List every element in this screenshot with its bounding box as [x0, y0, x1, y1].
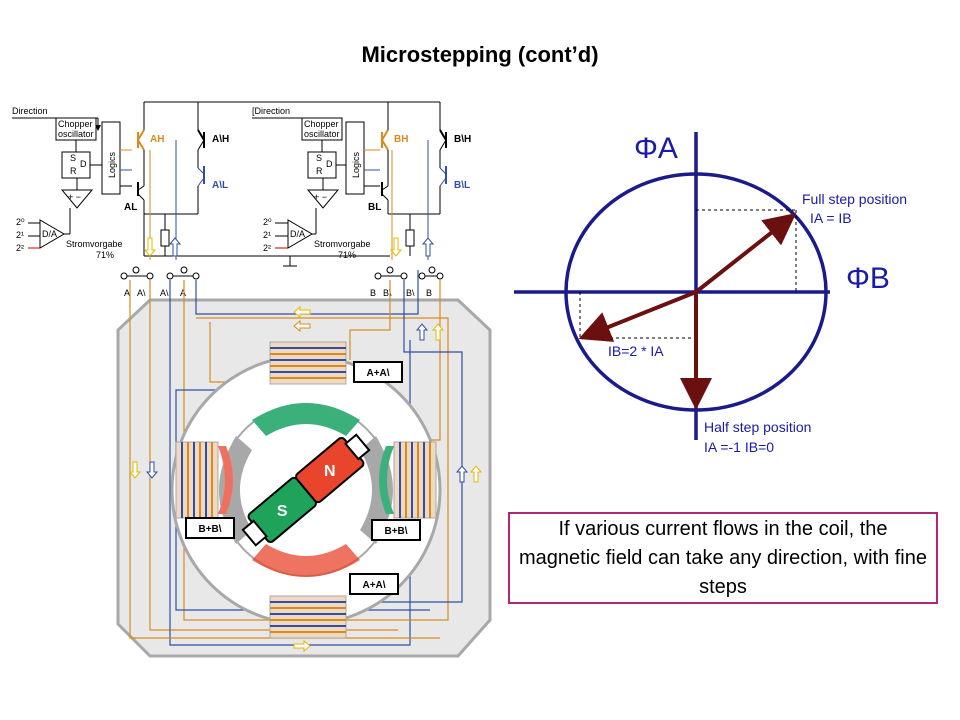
dac-b: [287, 219, 313, 249]
switch-bl-label: BL: [368, 202, 381, 213]
dac-label-b: D/A: [290, 229, 305, 239]
axis-b-label: ΦB: [846, 262, 890, 295]
percent-a: 71%: [96, 250, 114, 260]
arrow-up-blue-icon: [455, 465, 469, 483]
axis-a-label: ΦA: [634, 132, 678, 165]
flipflop-s-b: S: [316, 153, 322, 163]
arrow-right-yellow-icon: [293, 639, 311, 653]
stromvorgabe-a: Stromvorgabe: [66, 239, 123, 249]
full-step-equation: IA = IB: [810, 210, 852, 226]
arrow-up-yellow-icon: [431, 323, 445, 341]
opamp-label-a: + −: [68, 192, 81, 202]
callout-text: If various current flows in the coil, th…: [519, 517, 927, 598]
arrow-up-yellow-icon: [469, 465, 483, 483]
chopper-label-b: Chopper: [304, 119, 339, 129]
coil-left: B+B\: [175, 441, 235, 539]
switch-a-inv-h-label: A\H: [212, 134, 229, 145]
stromvorgabe-b: Stromvorgabe: [314, 239, 371, 249]
pole-shoe-bottom: [252, 544, 360, 577]
direction-label-a: Direction: [12, 106, 48, 116]
terminal-a-2: A: [180, 288, 186, 298]
logics-label-a: Logics: [107, 151, 117, 178]
sense-resistor-b: [405, 229, 415, 247]
rotor-magnet: S N: [241, 433, 371, 547]
logics-block-b: [345, 121, 365, 195]
coil-bottom: A+A\: [269, 573, 399, 639]
logics-block-a: [101, 121, 121, 195]
full-step-vector: [694, 213, 797, 294]
pole-shoe-top: [252, 403, 360, 436]
terminal-b-1: B: [370, 288, 376, 298]
bit0-a: 2⁰: [16, 217, 25, 227]
driver-b: [Direction Chopper oscillator S D R Logi…: [252, 102, 471, 260]
north-label: N: [324, 463, 336, 480]
stepper-schematic: Direction Chopper oscillator S D R Logic…: [12, 101, 492, 658]
phasor-diagram: ΦA ΦB Full step position IA = IB IB=2 * …: [514, 132, 907, 455]
arrow-down-yellow-icon: [143, 237, 157, 257]
arrow-left-orange-icon: [293, 319, 311, 333]
coil-right: B+B\: [371, 441, 437, 541]
coil-bottom-label: A+A\: [362, 580, 385, 591]
arrow-down-yellow-icon: [128, 461, 142, 479]
logics-label-b: Logics: [351, 151, 361, 178]
coil-left-label: B+B\: [198, 524, 221, 535]
terminal-row: A A\ A\ A B B\ B\ B: [120, 266, 444, 298]
slide-title: Microstepping (cont’d): [361, 42, 599, 67]
flipflop-d-b: D: [326, 159, 333, 169]
terminal-a-inv-1: A\: [137, 288, 146, 298]
switch-al-label: AL: [124, 202, 137, 213]
microstep-vector: [578, 290, 697, 342]
terminal-a-1: A: [124, 288, 130, 298]
switch-a-inv-l-label: A\L: [212, 180, 228, 191]
bit2-a: 2²: [16, 243, 24, 253]
bit2-b: 2²: [263, 243, 271, 253]
ratio-label: IB=2 * IA: [608, 343, 664, 359]
flipflop-s-a: S: [70, 153, 76, 163]
flipflop-r-a: R: [70, 166, 77, 176]
terminal-b-inv-1: B\: [383, 288, 392, 298]
arrow-up-blue-icon: [421, 237, 435, 257]
percent-b: 71%: [338, 250, 356, 260]
bit0-b: 2⁰: [263, 217, 272, 227]
arrow-up-blue-icon: [168, 237, 182, 257]
half-step-label: Half step position: [704, 419, 811, 435]
flipflop-r-b: R: [316, 166, 323, 176]
terminal-a-inv-2: A\: [160, 288, 169, 298]
coil-top: A+A\: [269, 341, 403, 385]
arrow-down-blue-icon: [145, 461, 159, 479]
direction-label-b: [Direction: [252, 106, 290, 116]
callout-box: If various current flows in the coil, th…: [508, 512, 938, 604]
switch-ah-label: AH: [150, 134, 164, 145]
arrow-up-blue-icon: [415, 323, 429, 341]
dac-a: [39, 219, 65, 249]
bit1-b: 2¹: [263, 230, 271, 240]
chopper-label-a: Chopper: [58, 119, 93, 129]
switch-b-inv-h-label: B\H: [454, 134, 471, 145]
dac-label-a: D/A: [42, 229, 57, 239]
switch-bh-label: BH: [394, 134, 408, 145]
south-label: S: [277, 503, 288, 520]
half-step-equation: IA =-1 IB=0: [704, 439, 774, 455]
opamp-label-b: + −: [314, 192, 327, 202]
switch-b-inv-l-label: B\L: [454, 180, 470, 191]
flipflop-d-a: D: [80, 159, 87, 169]
full-step-label: Full step position: [802, 191, 907, 207]
coil-right-label: B+B\: [384, 526, 407, 537]
terminal-b-inv-2: B\: [406, 288, 415, 298]
arrow-left-yellow-icon: [293, 305, 311, 319]
arrow-down-yellow-icon: [389, 237, 403, 257]
sense-resistor-a: [160, 229, 170, 247]
driver-a: Direction Chopper oscillator S D R Logic…: [12, 101, 440, 260]
coil-top-label: A+A\: [366, 368, 389, 379]
bit1-a: 2¹: [16, 230, 24, 240]
projection-lines: [579, 209, 797, 339]
terminal-b-2: B: [426, 288, 432, 298]
oscillator-label-b: oscillator: [304, 129, 340, 139]
oscillator-label-a: oscillator: [58, 129, 94, 139]
